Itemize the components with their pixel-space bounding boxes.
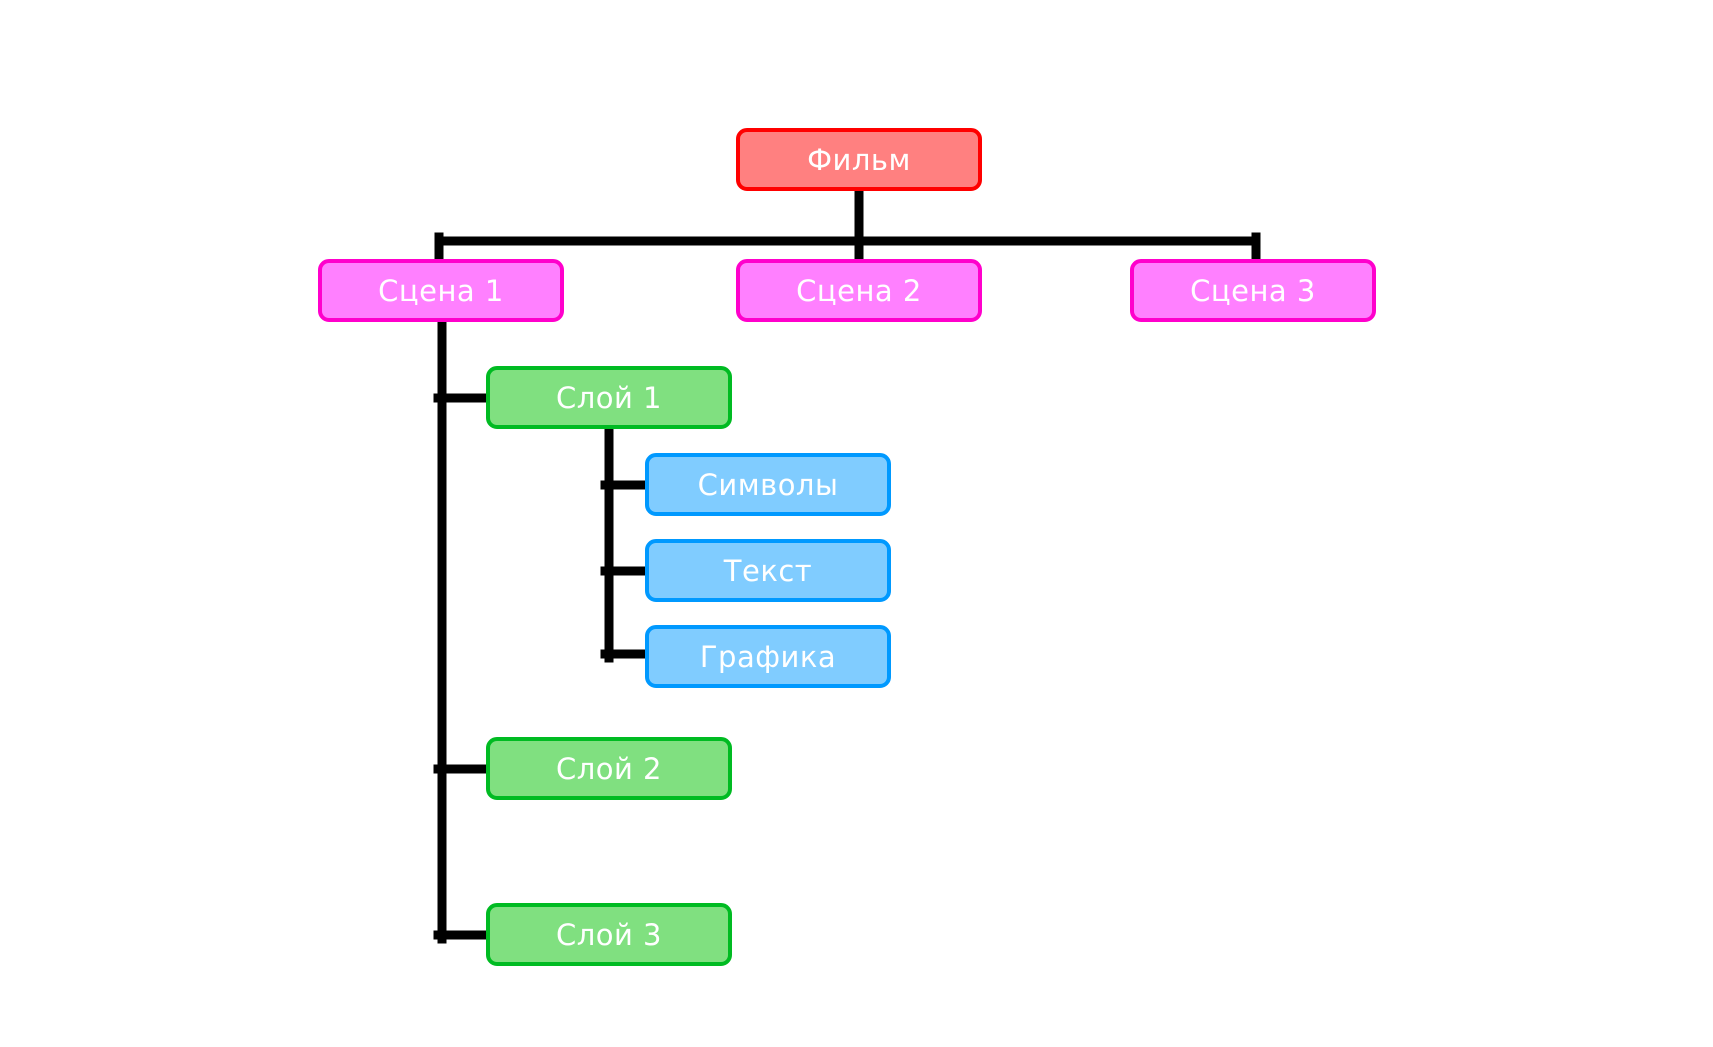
node-layer-3: Слой 3 — [486, 903, 732, 966]
node-layer-2: Слой 2 — [486, 737, 732, 800]
node-scene-1: Сцена 1 — [318, 259, 564, 322]
node-label: Сцена 1 — [378, 273, 504, 308]
node-element-symbols: Символы — [645, 453, 891, 516]
node-element-graphics: Графика — [645, 625, 891, 688]
node-label: Слой 1 — [555, 380, 663, 415]
node-label: Сцена 3 — [1190, 273, 1316, 308]
node-label: Сцена 2 — [796, 273, 922, 308]
node-element-text: Текст — [645, 539, 891, 602]
node-label: Слой 2 — [555, 751, 663, 786]
node-label: Символы — [697, 467, 839, 502]
node-scene-2: Сцена 2 — [736, 259, 982, 322]
node-film: Фильм — [736, 128, 982, 191]
node-label: Графика — [699, 639, 837, 674]
node-label: Фильм — [807, 142, 911, 177]
node-label: Слой 3 — [555, 917, 663, 952]
node-scene-3: Сцена 3 — [1130, 259, 1376, 322]
node-layer-1: Слой 1 — [486, 366, 732, 429]
node-label: Текст — [723, 553, 813, 588]
